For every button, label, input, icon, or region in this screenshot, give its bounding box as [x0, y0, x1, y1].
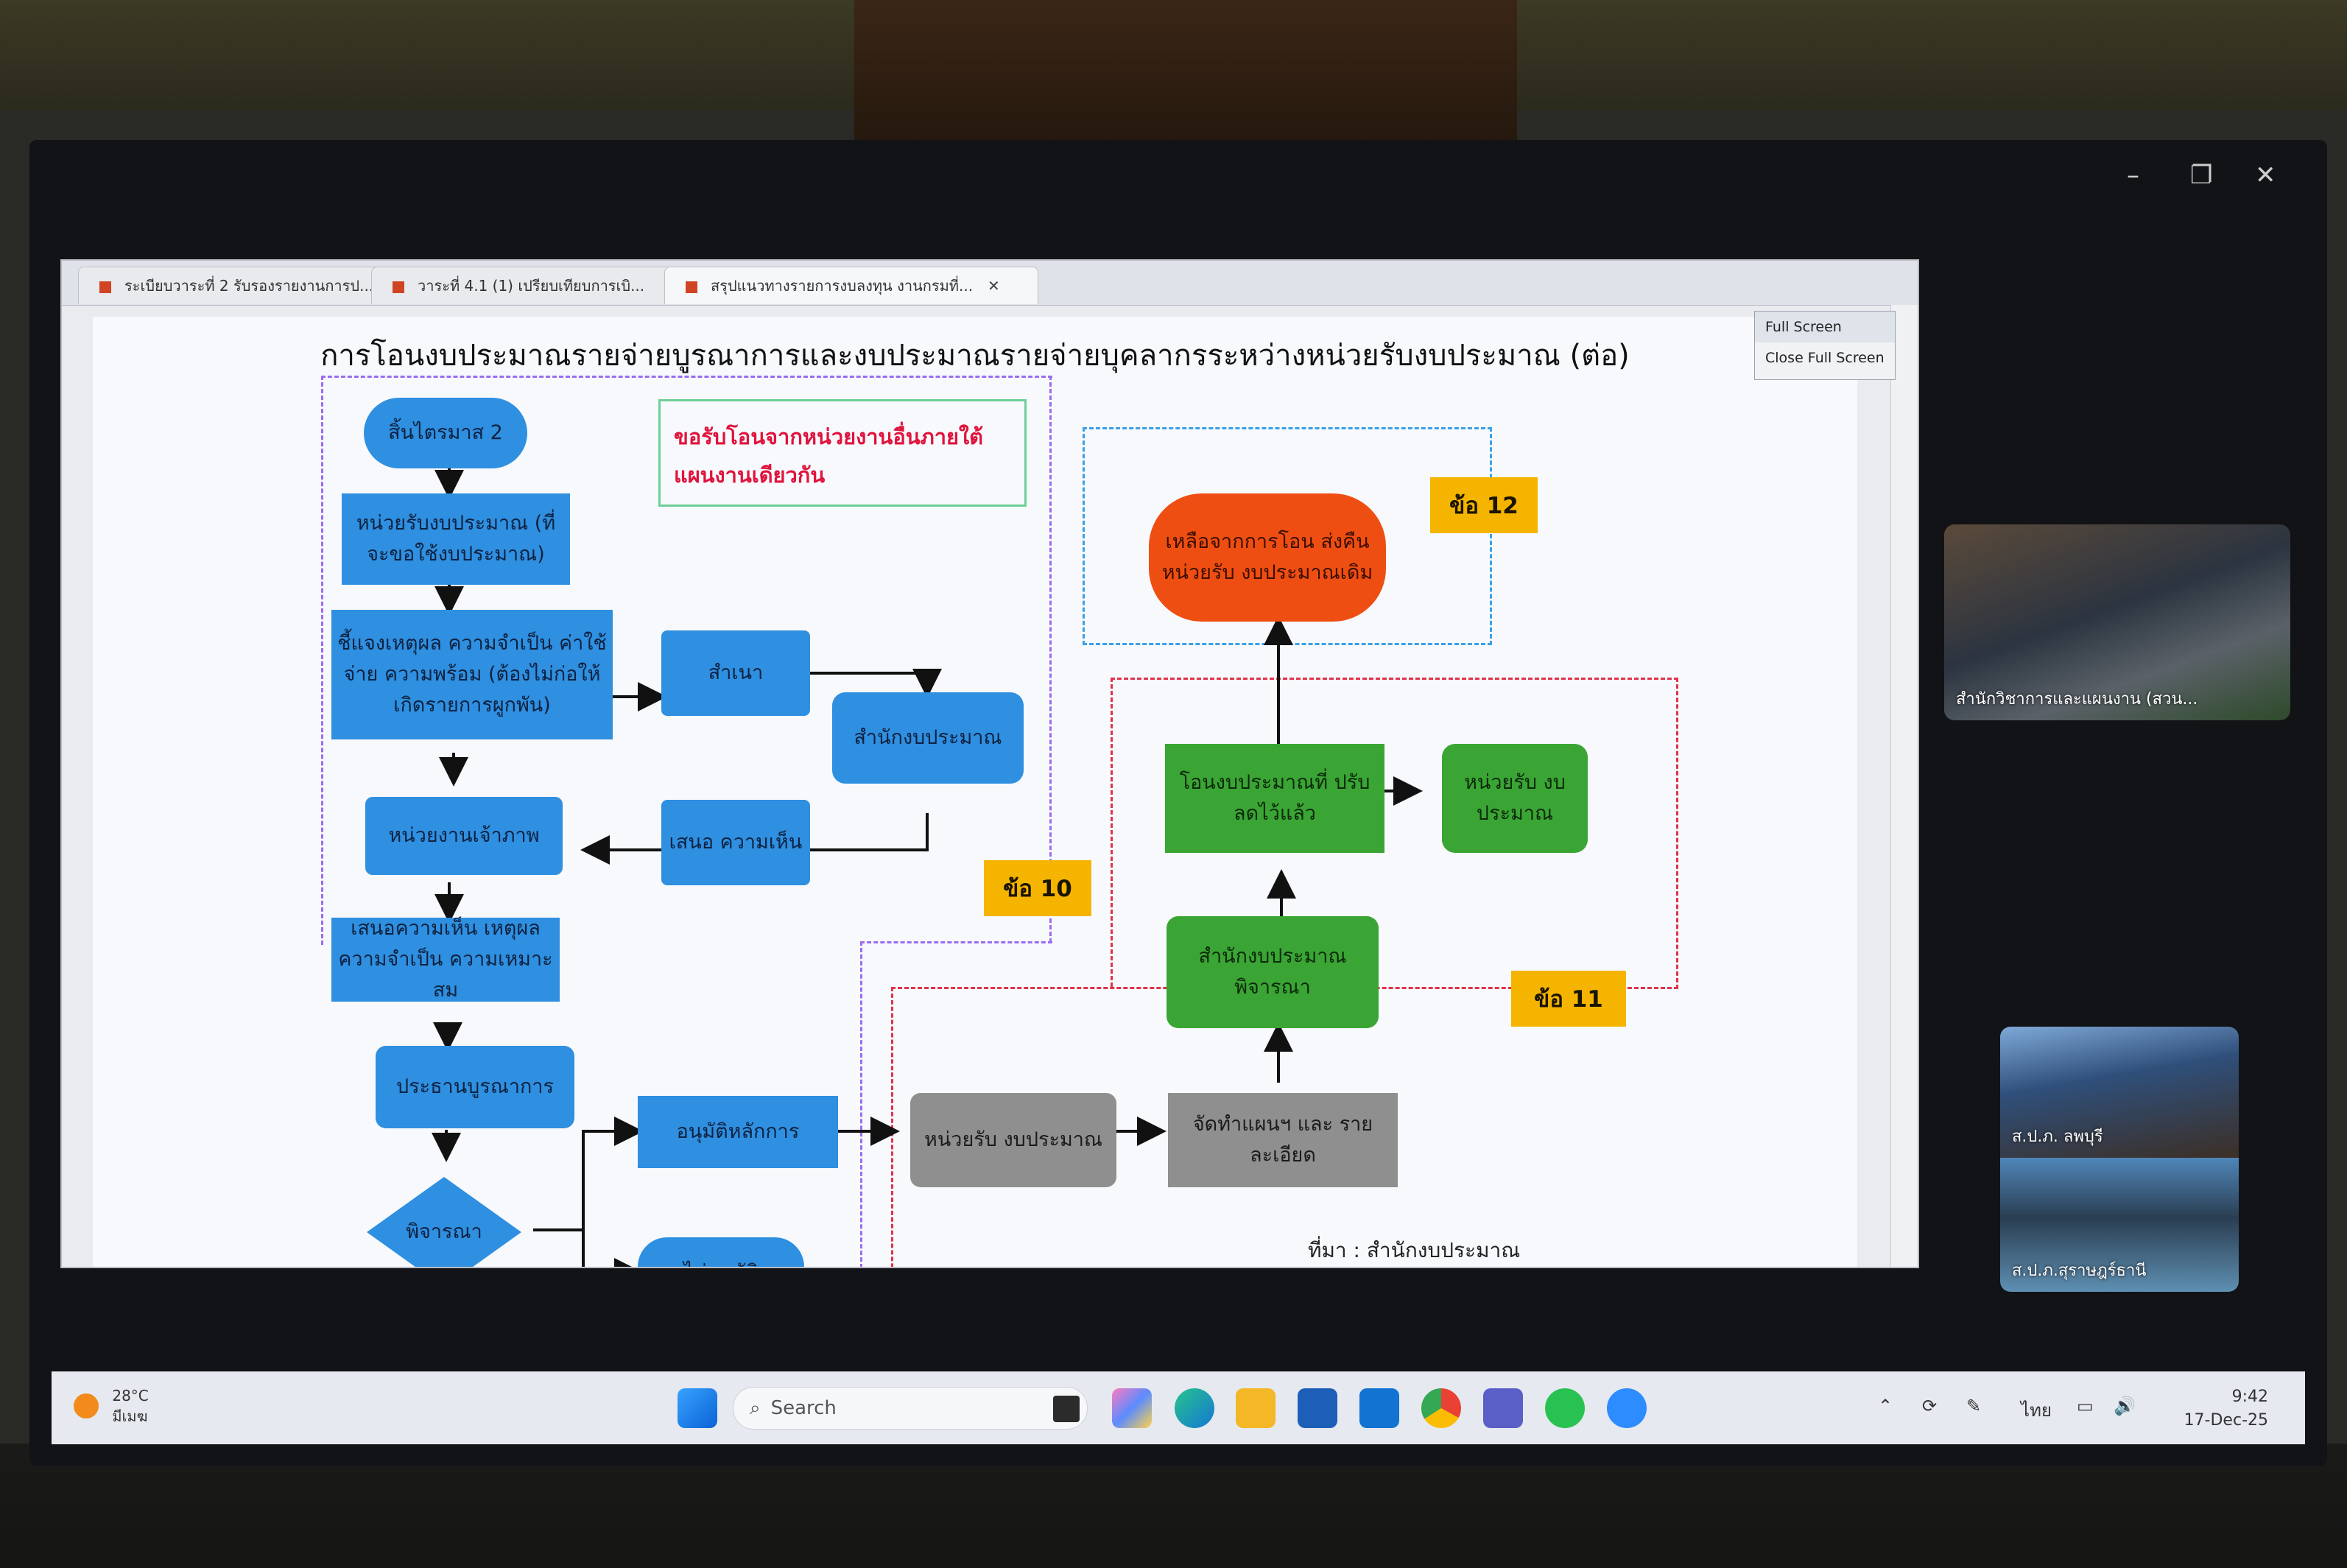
tab-bar: ระเบียบวาระที่ 2 รับรองรายงานการป... วาร… — [62, 261, 1918, 306]
node-budget-unit-requester: หน่วยรับงบประมาณ (ที่จะขอใช้งบประมาณ) — [342, 493, 570, 585]
purple-dashed-edge — [1049, 376, 1052, 943]
participant-video-planning-office[interactable]: สำนักวิชาการและแผนงาน (สวน... — [1944, 524, 2290, 720]
powerpoint-icon — [99, 281, 111, 293]
tag-clause-10: ข้อ 10 — [984, 860, 1091, 916]
node-receiving-unit: หน่วยรับ งบประมาณ — [1442, 744, 1588, 853]
teams-icon[interactable] — [1483, 1388, 1523, 1428]
node-prepare-plan: จัดทำแผนฯ และ รายละเอียด — [1168, 1093, 1398, 1187]
edge-browser-icon[interactable] — [1175, 1388, 1214, 1428]
tag-clause-12: ข้อ 12 — [1430, 477, 1538, 533]
participant-name: ส.ป.ภ.สุราษฎร์ธานี — [2012, 1262, 2147, 1280]
menu-item-full-screen[interactable]: Full Screen — [1755, 312, 1895, 342]
language-indicator[interactable]: ไทย — [2021, 1400, 2052, 1421]
node-return-remainder: เหลือจากการโอน ส่งคืนหน่วยรับ งบประมาณเด… — [1149, 493, 1386, 622]
sync-icon[interactable]: ⟳ — [1922, 1396, 1938, 1416]
clock-time: 9:42 — [2231, 1388, 2268, 1406]
copilot-icon[interactable] — [1112, 1388, 1152, 1428]
slide-source: ที่มา : สำนักงบประมาณ — [1308, 1238, 1521, 1262]
red-dashed-upper — [1111, 678, 1678, 989]
node-justification: ชี้แจงเหตุผล ความจำเป็น ค่าใช้จ่าย ความพ… — [331, 610, 613, 739]
search-placeholder: Search — [770, 1397, 837, 1419]
outlook-icon[interactable] — [1359, 1388, 1399, 1428]
weather-desc: มีเมฆ — [112, 1407, 148, 1425]
node-host-agency: หน่วยงานเจ้าภาพ — [365, 797, 563, 875]
tab-agenda-2[interactable]: ระเบียบวาระที่ 2 รับรองรายงานการป... — [78, 267, 408, 304]
fullscreen-menu: Full Screen Close Full Screen — [1754, 311, 1896, 380]
node-budget-bureau-consider: สำนักงบประมาณ พิจารณา — [1167, 916, 1379, 1028]
weather-widget[interactable]: 28°C มีเมฆ — [74, 1385, 149, 1427]
diamond-shape — [367, 1177, 521, 1267]
slide-title: การโอนงบประมาณรายจ่ายบูรณาการและงบประมาณ… — [320, 339, 1630, 373]
tab-label: ระเบียบวาระที่ 2 รับรองรายงานการป... — [124, 277, 374, 295]
node-reject: ไม่อนุมัติ — [638, 1237, 804, 1267]
node-budget-bureau: สำนักงบประมาณ — [832, 692, 1024, 784]
task-view-icon[interactable] — [1053, 1396, 1080, 1422]
slide-canvas: การโอนงบประมาณรายจ่ายบูรณาการและงบประมาณ… — [93, 317, 1857, 1267]
participant-name: สำนักวิชาการและแผนงาน (สวน... — [1956, 690, 2198, 709]
clock-date: 17-Dec-25 — [2184, 1410, 2268, 1430]
chrome-icon[interactable] — [1421, 1388, 1461, 1428]
note-transfer-same-plan: ขอรับโอนจากหน่วยงานอื่นภายใต้แผนงานเดียว… — [658, 399, 1027, 507]
minimize-button[interactable]: – — [2127, 161, 2139, 190]
background-curtain — [854, 0, 1517, 155]
purple-dashed-lower — [860, 941, 1052, 1267]
taskbar: 28°C มีเมฆ ⌕ Search ⌃ ⟳ ✎ ไทย ▭ 🔊 9:42 17… — [52, 1371, 2305, 1444]
participant-video-surat-thani[interactable]: ส.ป.ภ.สุราษฎร์ธานี — [2000, 1158, 2239, 1292]
sun-icon — [74, 1393, 99, 1418]
node-budget-unit-2: หน่วยรับ งบประมาณ — [910, 1093, 1116, 1187]
shared-presentation-window: ระเบียบวาระที่ 2 รับรองรายงานการป... วาร… — [60, 259, 1919, 1268]
volume-icon[interactable]: 🔊 — [2114, 1396, 2136, 1416]
powerpoint-icon — [686, 281, 697, 293]
search-icon: ⌕ — [750, 1397, 761, 1419]
vertical-scrollbar[interactable] — [1890, 305, 1918, 1267]
windows-start-icon[interactable] — [678, 1388, 717, 1428]
node-copy: สำเนา — [661, 630, 810, 716]
taskbar-search[interactable]: ⌕ Search — [733, 1387, 1088, 1430]
network-icon[interactable]: ▭ — [2077, 1396, 2094, 1416]
participant-video-lopburi[interactable]: ส.ป.ภ. ลพบุรี — [2000, 1027, 2239, 1158]
zoom-icon[interactable] — [1607, 1388, 1647, 1428]
weather-temp: 28°C — [112, 1387, 149, 1404]
menu-item-close-full-screen[interactable]: Close Full Screen — [1765, 350, 1885, 366]
pen-icon[interactable]: ✎ — [1966, 1396, 1982, 1416]
node-transfer-reduced: โอนงบประมาณที่ ปรับลดไว้แล้ว — [1165, 744, 1384, 853]
tab-investment-summary[interactable]: สรุปแนวทางรายการงบลงทุน งานกรมที่... ✕ — [664, 267, 1038, 304]
close-button[interactable]: ✕ — [2255, 161, 2276, 190]
tab-label: วาระที่ 4.1 (1) เปรียบเทียบการเบิ... — [418, 277, 645, 295]
node-propose-reason: เสนอความเห็น เหตุผล ความจำเป็น ความเหมาะ… — [331, 917, 560, 1002]
purple-dashed-region — [321, 376, 1052, 945]
powerpoint-icon — [393, 281, 404, 293]
node-propose-opinion: เสนอ ความเห็น — [661, 800, 810, 885]
tab-close-icon[interactable]: ✕ — [988, 277, 1000, 295]
node-integration-chair: ประธานบูรณาการ — [376, 1046, 574, 1128]
tag-clause-11: ข้อ 11 — [1511, 971, 1626, 1027]
node-approve-principle: อนุมัติหลักการ — [638, 1096, 838, 1168]
file-explorer-icon[interactable] — [1236, 1388, 1275, 1428]
tab-agenda-4-1[interactable]: วาระที่ 4.1 (1) เปรียบเทียบการเบิ... — [371, 267, 701, 304]
node-consider-diamond: พิจารณา — [367, 1177, 521, 1267]
chevron-up-icon[interactable]: ⌃ — [1878, 1396, 1893, 1416]
tab-label: สรุปแนวทางรายการงบลงทุน งานกรมที่... — [711, 277, 974, 295]
restore-button[interactable]: ❐ — [2190, 161, 2213, 190]
node-consider-label: พิจารณา — [406, 1220, 482, 1244]
participant-name: ส.ป.ภ. ลพบุรี — [2012, 1128, 2103, 1146]
node-end-of-quarter-2: สิ้นไตรมาส 2 — [364, 398, 527, 468]
red-dashed-connector — [1111, 678, 1113, 987]
store-icon[interactable] — [1298, 1388, 1337, 1428]
whatsapp-icon[interactable] — [1545, 1388, 1585, 1428]
taskbar-clock[interactable]: 9:42 17-Dec-25 — [2184, 1385, 2268, 1432]
